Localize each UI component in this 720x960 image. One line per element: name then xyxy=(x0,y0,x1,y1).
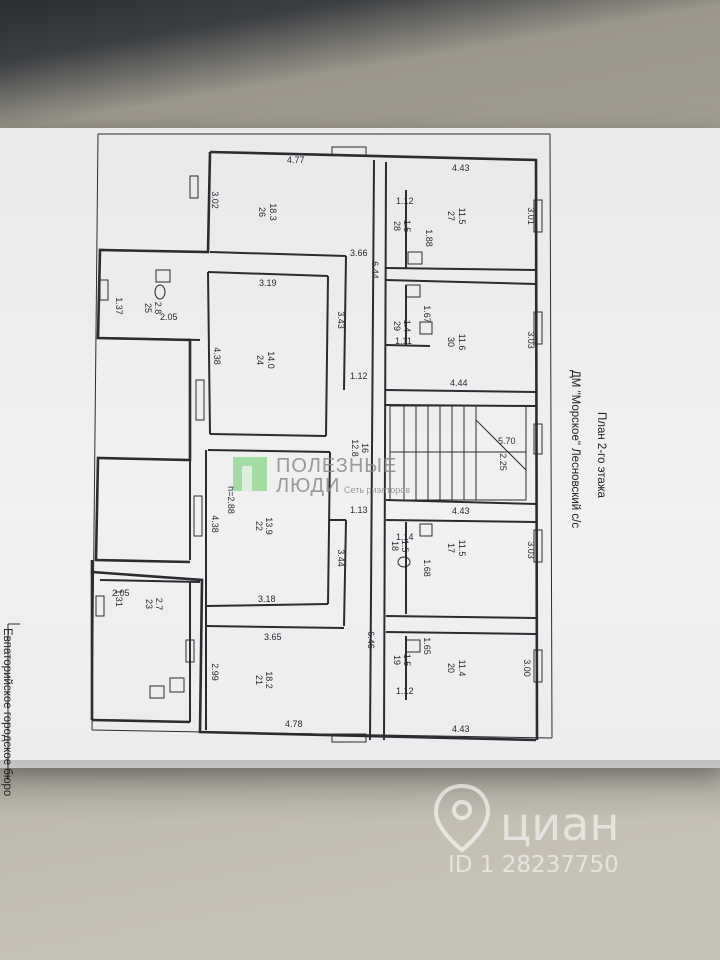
room-area: 18.2 xyxy=(264,671,274,689)
agency-tagline: Сеть риэлторов xyxy=(344,485,410,495)
agency-name-line2: ЛЮДИ xyxy=(276,475,340,497)
agency-watermark: ПОЛЕЗНЫЕ ЛЮДИ Сеть риэлторов xyxy=(233,455,410,497)
room-area: 11.5 xyxy=(457,208,467,225)
room-area: 12.8 xyxy=(350,439,360,457)
plan-subtitle: План 2-го этажа xyxy=(595,412,607,499)
dimension-label: 2.05 xyxy=(160,312,178,322)
dimension-label: 3.00 xyxy=(522,659,532,677)
room-area: 18.3 xyxy=(268,203,278,221)
room-number: 23 xyxy=(144,599,154,609)
cian-watermark: циан ID 1 28237750 xyxy=(433,783,619,878)
dimension-label: 4.38 xyxy=(210,515,220,533)
room-area: 1.5 xyxy=(400,540,410,553)
dimension-label: 1.67 xyxy=(422,305,432,323)
dimension-label: 4.38 xyxy=(212,347,222,365)
room-area: 14.0 xyxy=(266,351,276,369)
dimension-label: 3.18 xyxy=(258,594,276,604)
agency-name-line1: ПОЛЕЗНЫЕ xyxy=(276,455,397,477)
dimension-label: 4.43 xyxy=(452,163,470,173)
dimension-label: 1.12 xyxy=(396,196,414,206)
room-area: 11.4 xyxy=(457,660,467,677)
room-number: 16 xyxy=(360,443,370,453)
room-area: 1.4 xyxy=(402,320,412,333)
room-area: 2.8 xyxy=(153,302,163,315)
dimension-label: h=2.88 xyxy=(226,486,236,514)
room-number: 25 xyxy=(143,303,153,313)
room-number: 22 xyxy=(254,521,264,531)
dimension-label: 4.78 xyxy=(285,719,303,729)
dimension-label: 2.99 xyxy=(210,663,220,681)
room-number: 30 xyxy=(446,337,456,347)
dimension-label: 1.31 xyxy=(114,589,124,607)
dimension-label: 3.03 xyxy=(526,331,536,349)
room-number: 24 xyxy=(255,355,265,365)
cian-listing-id: ID 1 28237750 xyxy=(448,852,619,878)
dimension-label: 2.25 xyxy=(498,453,508,471)
room-number: 28 xyxy=(392,221,402,231)
room-number: 19 xyxy=(392,655,402,665)
room-area: 11.5 xyxy=(457,540,467,557)
dimension-label: 1.37 xyxy=(114,297,124,315)
room-number: 20 xyxy=(446,663,456,673)
plan-title: ДМ "Морское" Лесновский с/с xyxy=(569,370,581,528)
cian-brand: циан xyxy=(500,797,619,851)
room-area: 13.9 xyxy=(264,517,274,535)
dimension-label: 3.02 xyxy=(210,191,220,209)
room-number: 27 xyxy=(446,211,456,221)
cian-pin-icon xyxy=(433,783,491,853)
room-area: 11.6 xyxy=(457,334,467,351)
dimension-label: 3.43 xyxy=(336,311,346,329)
dimension-label: 1.68 xyxy=(422,559,432,577)
dimension-label: 3.44 xyxy=(336,549,346,567)
exterior-walls xyxy=(90,150,539,742)
dimension-label: 3.66 xyxy=(350,248,368,258)
dimension-label: 4.43 xyxy=(452,724,470,734)
dimension-label: 1.13 xyxy=(350,505,368,515)
dimension-label: 1.14 xyxy=(396,532,414,542)
room-number: 21 xyxy=(254,675,264,685)
dimension-label: 4.77 xyxy=(287,155,305,165)
dimension-label: 4.43 xyxy=(452,506,470,516)
staircase xyxy=(389,405,527,501)
room-area: 1.5 xyxy=(402,654,412,667)
dimension-labels: 4.77 4.43 1.12 3.66 3.19 2.05 1.11 1.12 … xyxy=(112,155,516,734)
room-number: 18 xyxy=(390,541,400,551)
dimension-label: 3.03 xyxy=(526,541,536,559)
dimension-label: 1.12 xyxy=(350,371,368,381)
dimension-label: 1.11 xyxy=(395,336,412,346)
paper-shadow xyxy=(0,760,720,820)
paper-sheet xyxy=(0,128,720,768)
room-number: 26 xyxy=(257,207,267,217)
dimension-label: 1.12 xyxy=(396,686,414,696)
dimension-label: 3.19 xyxy=(259,278,277,288)
interior-walls xyxy=(99,159,537,741)
bureau-note: Евпаторийское городское бюро xyxy=(1,628,13,796)
room-number: 17 xyxy=(446,543,456,553)
dimension-label: 1.88 xyxy=(424,229,434,247)
dimension-label: 1.65 xyxy=(422,637,432,655)
dimension-label: 6.44 xyxy=(370,261,380,279)
windows xyxy=(95,146,543,743)
dimension-label: 3.65 xyxy=(264,632,282,642)
dimension-label: 5.70 xyxy=(498,436,516,446)
dimension-label: 3.01 xyxy=(526,207,536,225)
room-area: 1.5 xyxy=(402,220,412,233)
dimension-label: 4.44 xyxy=(450,378,468,388)
room-area: 2.7 xyxy=(154,598,164,611)
dimension-label: 6.46 xyxy=(366,631,376,649)
dimension-label: 2.05 xyxy=(112,588,130,598)
room-number: 29 xyxy=(392,321,402,331)
sanitary-fixtures xyxy=(149,251,433,699)
